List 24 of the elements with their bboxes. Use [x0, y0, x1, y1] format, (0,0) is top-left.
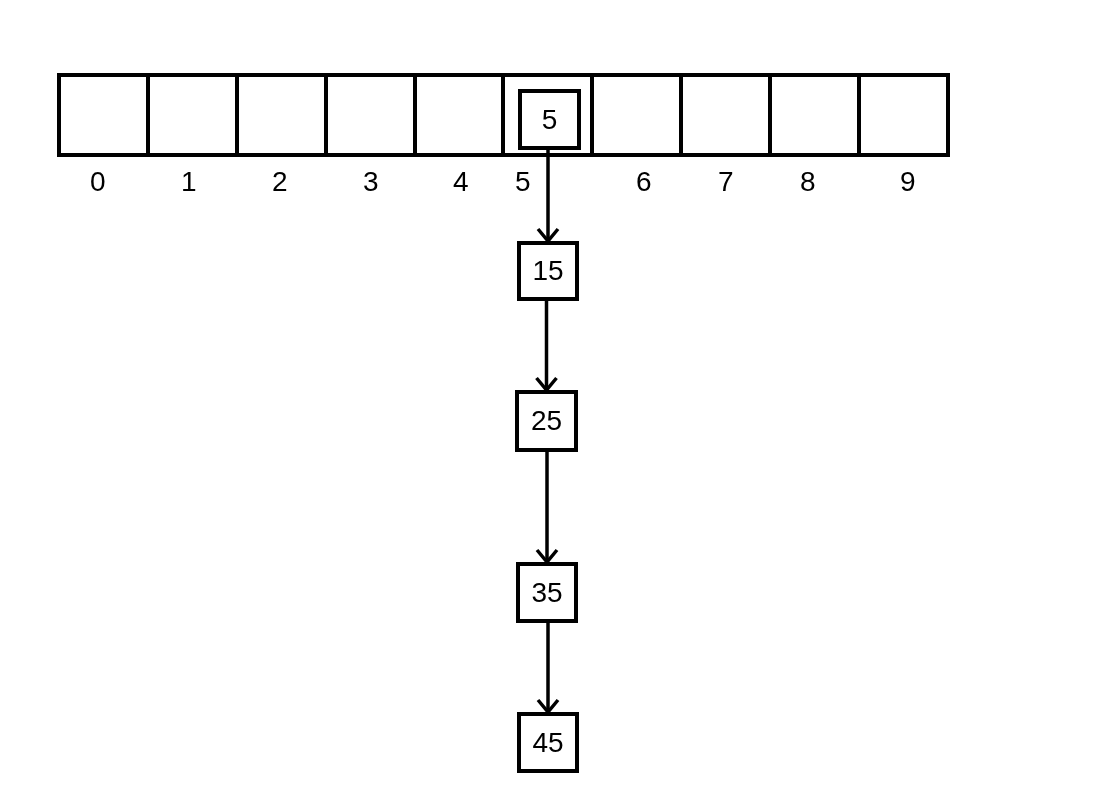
- list-node-box: [515, 390, 578, 452]
- arrow: [535, 452, 559, 564]
- node-value: 15: [532, 255, 564, 287]
- index-number: 1: [181, 166, 197, 198]
- arrow: [534, 301, 559, 392]
- node-value: 5: [541, 103, 558, 136]
- index-number: 9: [900, 166, 916, 198]
- index-number: 5: [515, 166, 531, 198]
- index-number: 8: [800, 166, 816, 198]
- list-node-box: [517, 712, 579, 773]
- node-value: 35: [531, 576, 563, 609]
- value-box: [518, 89, 581, 150]
- arrow: [536, 623, 560, 714]
- node-value: 25: [530, 405, 563, 437]
- arrow: [536, 150, 560, 243]
- list-node-box: [516, 562, 578, 623]
- node-value: 45: [532, 726, 564, 759]
- index-number: 0: [90, 166, 106, 198]
- list-node-box: [517, 241, 579, 301]
- index-number: 2: [272, 166, 288, 198]
- index-number: 6: [636, 166, 652, 198]
- index-number: 3: [363, 166, 379, 198]
- index-number: 7: [718, 166, 734, 198]
- index-number: 4: [453, 166, 469, 198]
